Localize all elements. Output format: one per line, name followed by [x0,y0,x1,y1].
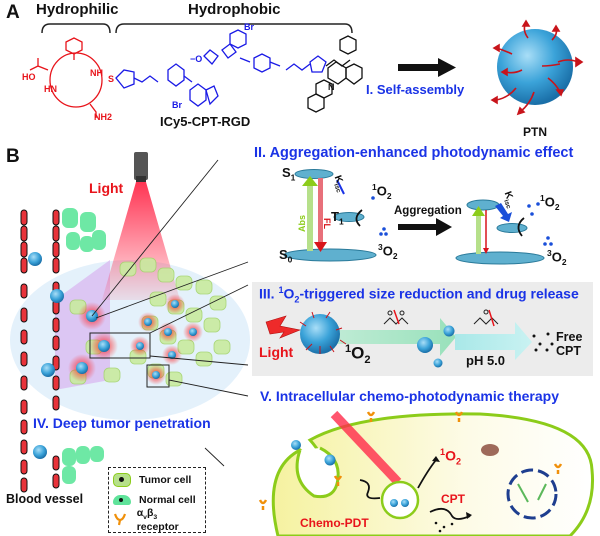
arrow-cpt [429,507,471,520]
thioketal-bond-structure [383,309,409,325]
small-nanoparticle-1 [443,325,455,337]
laser-device [134,152,148,180]
medium-nanoparticle [417,337,433,353]
atom-hn: HN [44,84,57,94]
aggregation-arrow [398,224,436,230]
chemo-pdt-label: Chemo-PDT [300,516,369,530]
zoom-box-iii [89,332,151,359]
legend-item-normal-cell: Normal cell [113,490,201,510]
light-label-tissue: Light [89,180,124,196]
aggregation-label: Aggregation [394,205,462,217]
cpt-dots [434,521,454,533]
rgd-peptide-structure [29,37,103,118]
blood-vessel-left [20,209,28,493]
hydrophobic-label: Hydrophobic [188,1,281,18]
atom-ho: HO [22,72,36,82]
triplet-oxygen-left: 3O2 [378,242,398,261]
atom-n-cpt: N [328,82,335,92]
hydrophilic-label: Hydrophilic [36,1,119,18]
atom-br-bottom: Br [172,100,183,110]
free-cpt-label: Free CPT [556,330,583,358]
ptn-label: PTN [523,125,547,139]
singlet-oxygen-left: 1O2 [372,182,392,201]
s0-label: S0 [279,247,293,265]
singlet-oxygen-iii: 1O2 [345,343,371,367]
small-nanoparticle-2 [433,358,443,368]
light-label-iii: Light [259,344,294,360]
triplet-oxygen-right: 3O2 [547,248,567,267]
panel-b-letter: B [6,146,20,167]
legend: Tumor cell Normal cell αvβ3 receptor [108,467,206,533]
legend-item-receptor: αvβ3 receptor [113,506,201,534]
self-assembly-label: I. Self-assembly [366,82,465,97]
fl-arrow [318,178,323,244]
section-iv-title: IV. Deep tumor penetration [33,415,211,431]
section-iii-title: III. 1O2-triggered size reduction and dr… [259,285,579,305]
dna-fragments [517,483,547,503]
ester-bond-structure [473,309,499,327]
nanoparticles-in-tumor [68,294,203,385]
mitochondrion [481,444,499,456]
molecule-name: ICy5-CPT-RGD [160,114,251,129]
cyan-flow-arrow [455,322,532,360]
normal-cells-top [62,208,106,252]
normal-cell-icon [113,495,131,505]
endosome [380,480,420,520]
hydrophilic-bracket [41,23,111,34]
kisc-arrow-small [336,179,345,195]
free-cpt-dots [532,332,554,352]
s1-label: S1 [282,165,296,183]
receptors [258,411,563,510]
s0-level [283,248,377,262]
abs-arrow [307,184,313,251]
panel-a-letter: A [6,2,20,23]
atom-nh: NH [90,68,103,78]
atom-nh2: NH2 [94,112,113,122]
circulating-nanoparticles [28,252,64,459]
t1-label: T1 [331,209,344,227]
cpt-label-v: CPT [441,492,465,506]
blood-vessel-label: Blood vessel [6,492,84,506]
camptothecin-structure [307,35,363,113]
legend-normal-cell-label: Normal cell [139,494,196,506]
hydrophobic-bracket [115,23,353,34]
nucleus [506,468,558,520]
icy5-linker-structure [115,29,327,107]
tumor-cell-icon [113,473,131,487]
section-ii-title: II. Aggregation-enhanced photodynamic ef… [254,145,574,161]
laser-beam-v [330,410,402,486]
legend-tumor-cell-label: Tumor cell [139,474,192,486]
arrow-to-singlet-oxygen [417,459,437,489]
ph-label: pH 5.0 [466,353,506,368]
zoom-box-v [146,364,170,388]
large-nanoparticle [300,314,340,354]
kisc-arrow-large [495,203,512,222]
atom-o-minus: −O [190,54,203,64]
section-v-title: V. Intracellular chemo-photodynamic ther… [260,388,560,404]
lightning-icon [265,315,302,339]
receptor-icon [113,512,131,529]
green-flow-arrow [300,318,456,356]
singlet-oxygen-right: 1O2 [540,193,560,212]
legend-item-tumor-cell: Tumor cell [113,470,201,490]
atom-s: S [108,74,115,84]
callout-lines [91,159,249,467]
blood-vessel-right [52,209,60,489]
arrow-to-endosome [359,479,381,500]
legend-receptor-label: αvβ3 receptor [136,506,179,534]
atom-br-top: Br [244,22,255,32]
normal-cells-bottom [62,446,104,484]
s1-level [294,169,334,179]
singlet-oxygen-v: 1O2 [440,447,462,467]
